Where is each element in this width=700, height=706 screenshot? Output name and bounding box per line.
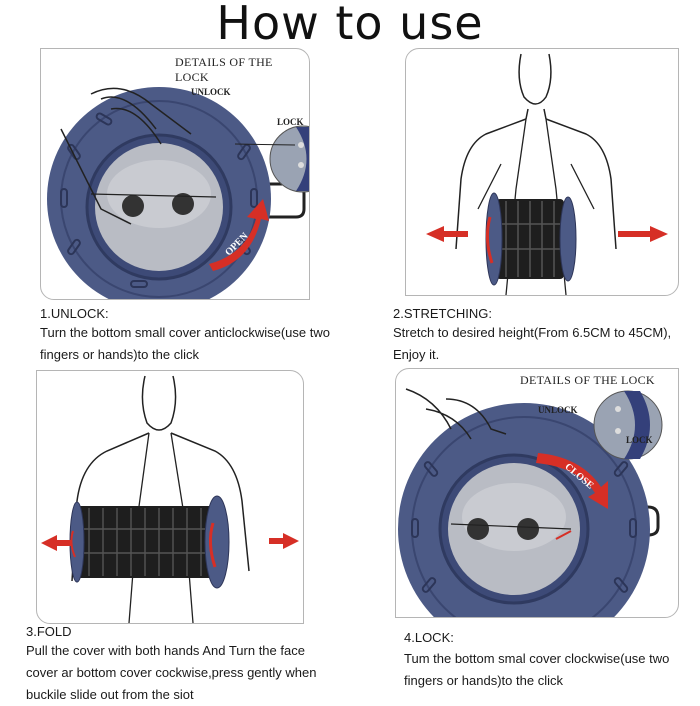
step-4-description: Tum the bottom smal cover clockwise(use … [404,648,669,692]
lock-details-heading: DETAILS OF THE LOCK [520,373,655,387]
step-4-line-2: fingers or hands)to the click [404,673,563,688]
lock-label: LOCK [626,435,653,445]
lock-label: LOCK [277,117,304,127]
step-3-line-3: buckile slide out from the siot [26,687,194,702]
step-1-title: 1.UNLOCK: [40,306,109,321]
fold-illustration-panel [36,370,304,624]
step-2-description: Stretch to desired height(From 6.5CM to … [393,322,671,366]
unlock-stool-illustration [47,87,309,299]
step-3-line-2: cover ar bottom cover cockwise,press gen… [26,665,317,680]
step-1-description: Turn the bottom small cover anticlockwis… [40,322,330,366]
step-2-line-2: Enjoy it. [393,347,440,362]
page-title: How to use [216,0,484,50]
step-1-line-1: Turn the bottom small cover anticlockwis… [40,325,330,340]
step-3-line-1: Pull the cover with both hands And Turn … [26,643,305,658]
step-4-line-1: Tum the bottom smal cover clockwise(use … [404,651,670,666]
unlock-label: UNLOCK [538,405,578,415]
step-1-line-2: fingers or hands)to the click [40,347,199,362]
lock-illustration-panel: DETAILS OF THE LOCK UNLOCK LOCK CLOSE [395,368,679,618]
unlock-label: UNLOCK [191,87,231,97]
step-4-title: 4.LOCK: [404,630,454,645]
lock-stool-illustration [398,388,663,617]
stretching-person-illustration [426,53,668,295]
step-2-title: 2.STRETCHING: [393,306,492,321]
step-2-line-1: Stretch to desired height(From 6.5CM to … [393,325,672,340]
lock-details-heading: DETAILS OF THE LOCK [175,55,273,84]
step-3-description: Pull the cover with both hands And Turn … [26,640,316,706]
unlock-illustration-panel: DETAILS OF THE LOCK UNLOCK LOCK OPEN [40,48,310,300]
stretching-illustration-panel [405,48,679,296]
step-3-title: 3.FOLD [26,624,72,639]
fold-person-illustration [41,375,299,623]
